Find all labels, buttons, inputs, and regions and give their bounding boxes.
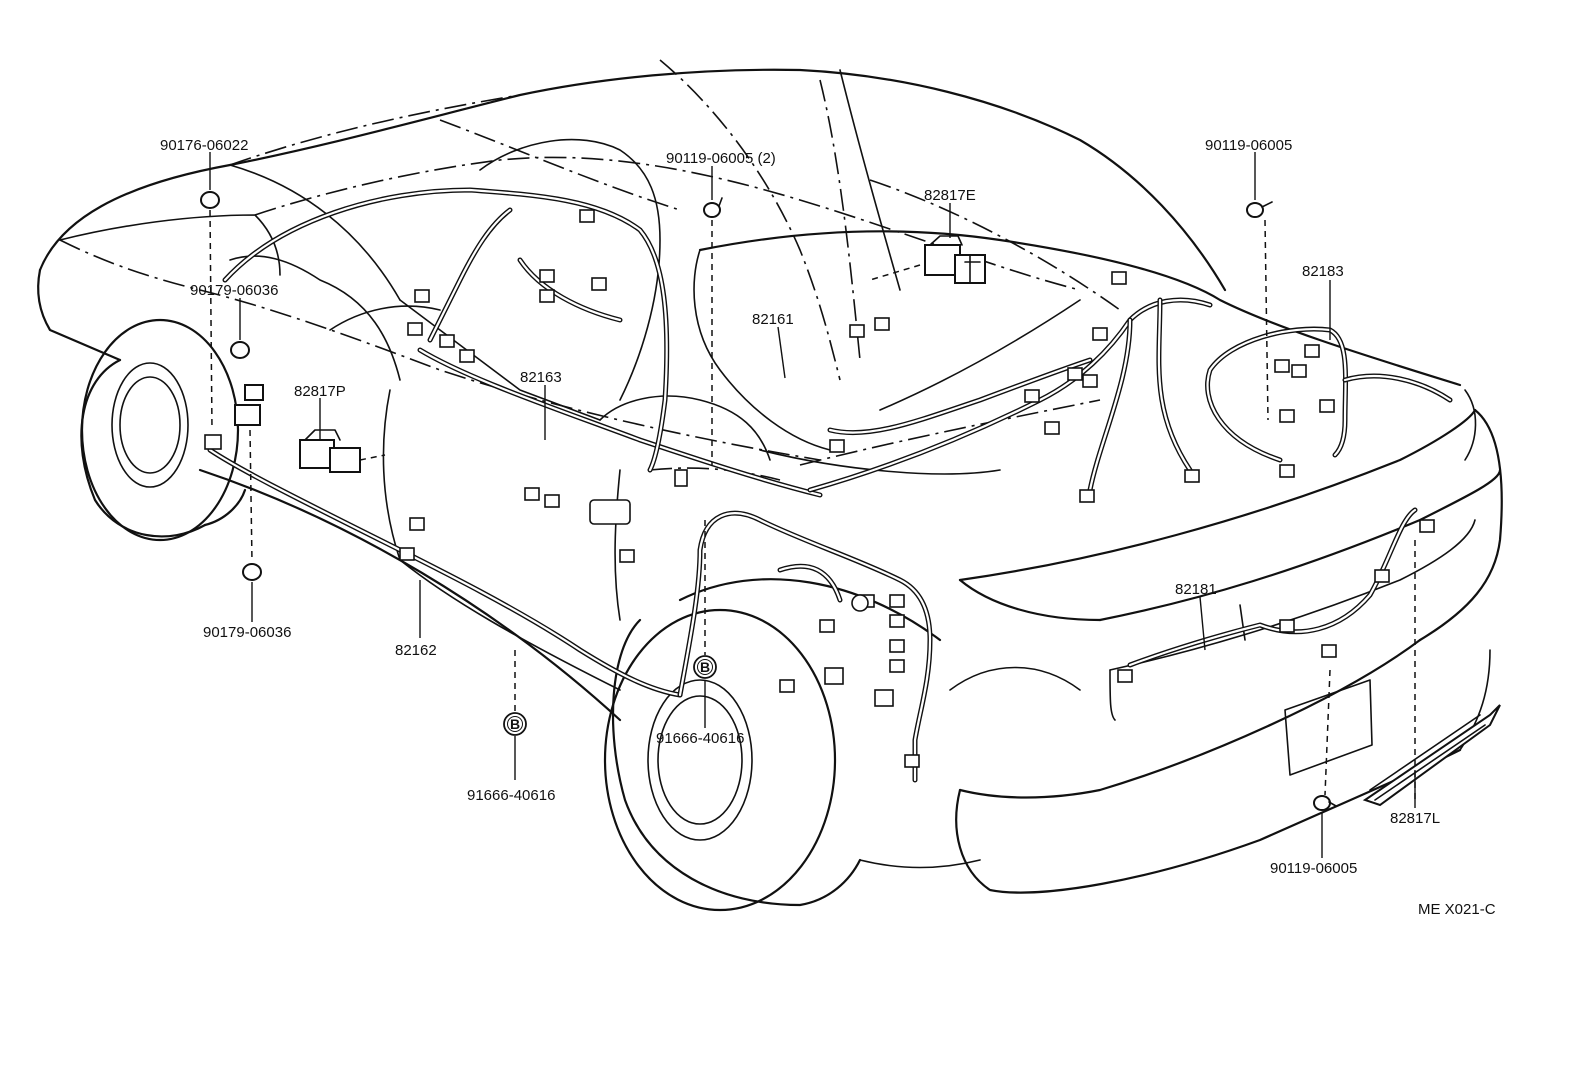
label-90179-06036-bottom: 90179-06036	[203, 624, 291, 641]
label-90119-06005-bottom: 90119-06005	[1270, 860, 1357, 877]
harness-82183-trunk-lid	[1205, 326, 1453, 463]
label-90119-06005-2: 90119-06005 (2)	[666, 150, 776, 167]
harness-82163-roof	[222, 187, 670, 473]
rear-wheel	[603, 608, 862, 912]
fastener-bolt-90119-2	[703, 197, 723, 218]
label-82817E: 82817E	[924, 187, 976, 204]
part-front-bracket	[234, 384, 264, 426]
label-82183: 82183	[1302, 263, 1344, 280]
label-82161: 82161	[752, 311, 794, 328]
ground-marker-b-left: B	[503, 712, 527, 736]
front-wheel	[80, 318, 240, 542]
car-body-outline	[37, 68, 1503, 912]
fastener-bolt-90119-bottom	[1313, 795, 1337, 811]
part-82817E-relay-block	[924, 235, 986, 284]
figure-code: ME X021-C	[1418, 901, 1496, 918]
label-90176-06022: 90176-06022	[160, 137, 248, 154]
label-90119-06005-top: 90119-06005	[1205, 137, 1292, 154]
fastener-clip-90179-top	[230, 341, 250, 359]
label-91666-40616-left: 91666-40616	[467, 787, 555, 804]
label-91666-40616-mid: 91666-40616	[656, 730, 744, 747]
fastener-bolt-90119-top	[1246, 201, 1273, 218]
label-82817L: 82817L	[1390, 810, 1440, 827]
harness-82181-rear-panel	[1127, 507, 1418, 668]
label-90179-06036-top: 90179-06036	[190, 282, 278, 299]
harness-connectors	[204, 209, 1435, 768]
label-82162: 82162	[395, 642, 437, 659]
harness-82162-quarter	[677, 510, 933, 783]
leader-lines	[209, 152, 1416, 858]
harness-82161-rear	[807, 297, 1213, 493]
harness-82161-floor	[207, 347, 823, 698]
ground-marker-b-mid: B	[693, 655, 717, 679]
fastener-clip-90176	[200, 191, 220, 209]
label-82163: 82163	[520, 369, 562, 386]
label-82181: 82181	[1175, 581, 1217, 598]
part-82817L-clamp-strip	[1362, 704, 1501, 807]
marker-b-left-text: B	[510, 716, 520, 732]
part-82817P-relay-bracket	[299, 429, 361, 473]
label-82817P: 82817P	[294, 383, 346, 400]
fastener-clip-90179-bottom	[242, 563, 262, 581]
marker-b-mid-text: B	[700, 659, 710, 675]
part-labels: 90176-06022 90179-06036 90179-06036 8281…	[160, 137, 1440, 877]
